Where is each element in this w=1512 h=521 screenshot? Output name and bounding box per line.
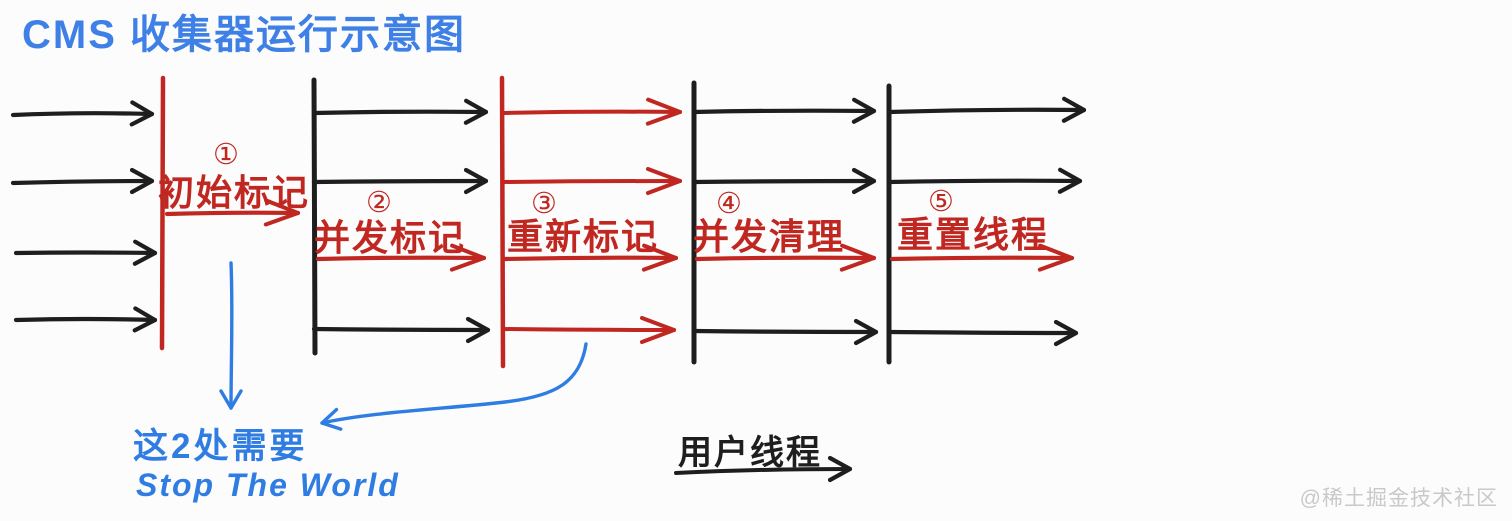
gc-thread-arrow <box>694 243 877 272</box>
stw-pointer-arrow-down <box>219 261 243 410</box>
phase-boundary-line <box>311 77 318 356</box>
stw-note-line2: Stop The World <box>136 467 400 503</box>
user-thread-lane <box>886 319 1079 347</box>
user-thread-lane <box>691 167 877 195</box>
user-thread-lane <box>691 318 879 346</box>
user-thread-lane <box>311 98 489 125</box>
user-thread-lane <box>10 100 155 127</box>
user-thread-lane <box>311 316 491 344</box>
phase-label: 重新标记 <box>507 216 659 257</box>
stw-note-line1: 这2处需要 <box>133 427 307 466</box>
gc-thread-arrow <box>315 243 487 272</box>
user-thread-lane <box>13 306 158 333</box>
stw-annotation: 这2处需要 Stop The World <box>133 261 588 503</box>
gc-thread-arrow <box>164 198 301 227</box>
legend-label: 用户线程 <box>678 434 822 472</box>
phase-label: 重置线程 <box>897 214 1049 255</box>
stw-thread-arrow <box>501 315 676 344</box>
phase-number: ① <box>213 137 239 171</box>
phase-boundaries <box>159 75 892 369</box>
stw-boundary-line <box>499 75 506 369</box>
phase-5-reset-threads: ⑤ 重置线程 <box>886 96 1087 347</box>
stw-thread-arrow <box>501 97 682 126</box>
stw-thread-arrow <box>501 167 682 196</box>
gc-thread-arrow <box>889 243 1075 272</box>
watermark: @稀土掘金技术社区 <box>1300 487 1498 510</box>
user-thread-lane <box>886 96 1087 123</box>
phase-label: 并发清理 <box>693 216 845 257</box>
phase-2-concurrent-mark: ② 并发标记 <box>311 98 491 344</box>
user-thread-legend: 用户线程 <box>674 434 853 483</box>
phase-4-concurrent-sweep: ④ 并发清理 <box>691 97 879 346</box>
phase-number: ③ <box>531 186 557 220</box>
user-thread-lane <box>691 97 877 124</box>
legend-arrow <box>674 455 853 483</box>
user-thread-lane <box>311 167 489 195</box>
stw-boundary-line <box>159 75 166 351</box>
phase-number: ④ <box>716 186 742 220</box>
phase-number: ② <box>366 185 392 219</box>
phase-3-remark: ③ 重新标记 <box>501 97 682 344</box>
stw-pointer-arrow-curved <box>320 342 588 431</box>
gc-thread-arrow <box>502 243 679 272</box>
user-thread-lanes-left <box>10 100 158 333</box>
phase-label: 并发标记 <box>314 217 466 258</box>
phase-label: 初始标记 <box>158 172 310 213</box>
user-thread-lane <box>886 167 1083 194</box>
phase-1-initial-mark: ① 初始标记 <box>158 137 310 227</box>
user-thread-lane <box>13 239 158 266</box>
diagram-title: CMS 收集器运行示意图 <box>22 13 466 57</box>
user-thread-lane <box>10 167 155 195</box>
phase-number: ⑤ <box>928 184 954 218</box>
